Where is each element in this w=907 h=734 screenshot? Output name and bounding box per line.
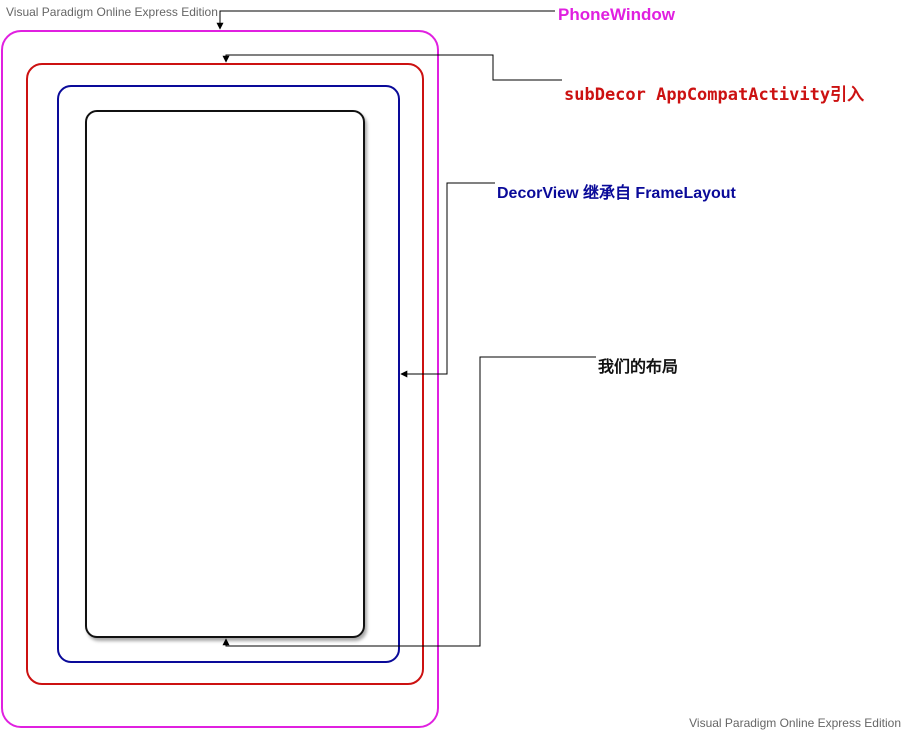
decorview-box <box>57 85 400 663</box>
phonewindow-box <box>1 30 439 728</box>
subdecor-label: subDecor AppCompatActivity引入 <box>564 80 864 105</box>
phonewindow-connector <box>216 10 555 30</box>
watermark-top: Visual Paradigm Online Express Edition <box>6 5 218 19</box>
our-layout-label: 我们的布局 <box>598 359 679 376</box>
subdecor-connector <box>222 54 562 81</box>
decorview-label: DecorView 继承自 FrameLayout <box>497 185 736 202</box>
phonewindow-label: PhoneWindow <box>558 5 675 24</box>
subdecor-label-suffix: 引入 <box>830 85 865 104</box>
decorview-connector <box>400 182 495 378</box>
layout-connector <box>222 356 596 647</box>
watermark-bottom: Visual Paradigm Online Express Edition <box>689 716 901 730</box>
our-layout-box <box>85 110 365 638</box>
subdecor-label-code: subDecor AppCompatActivity <box>564 85 831 105</box>
